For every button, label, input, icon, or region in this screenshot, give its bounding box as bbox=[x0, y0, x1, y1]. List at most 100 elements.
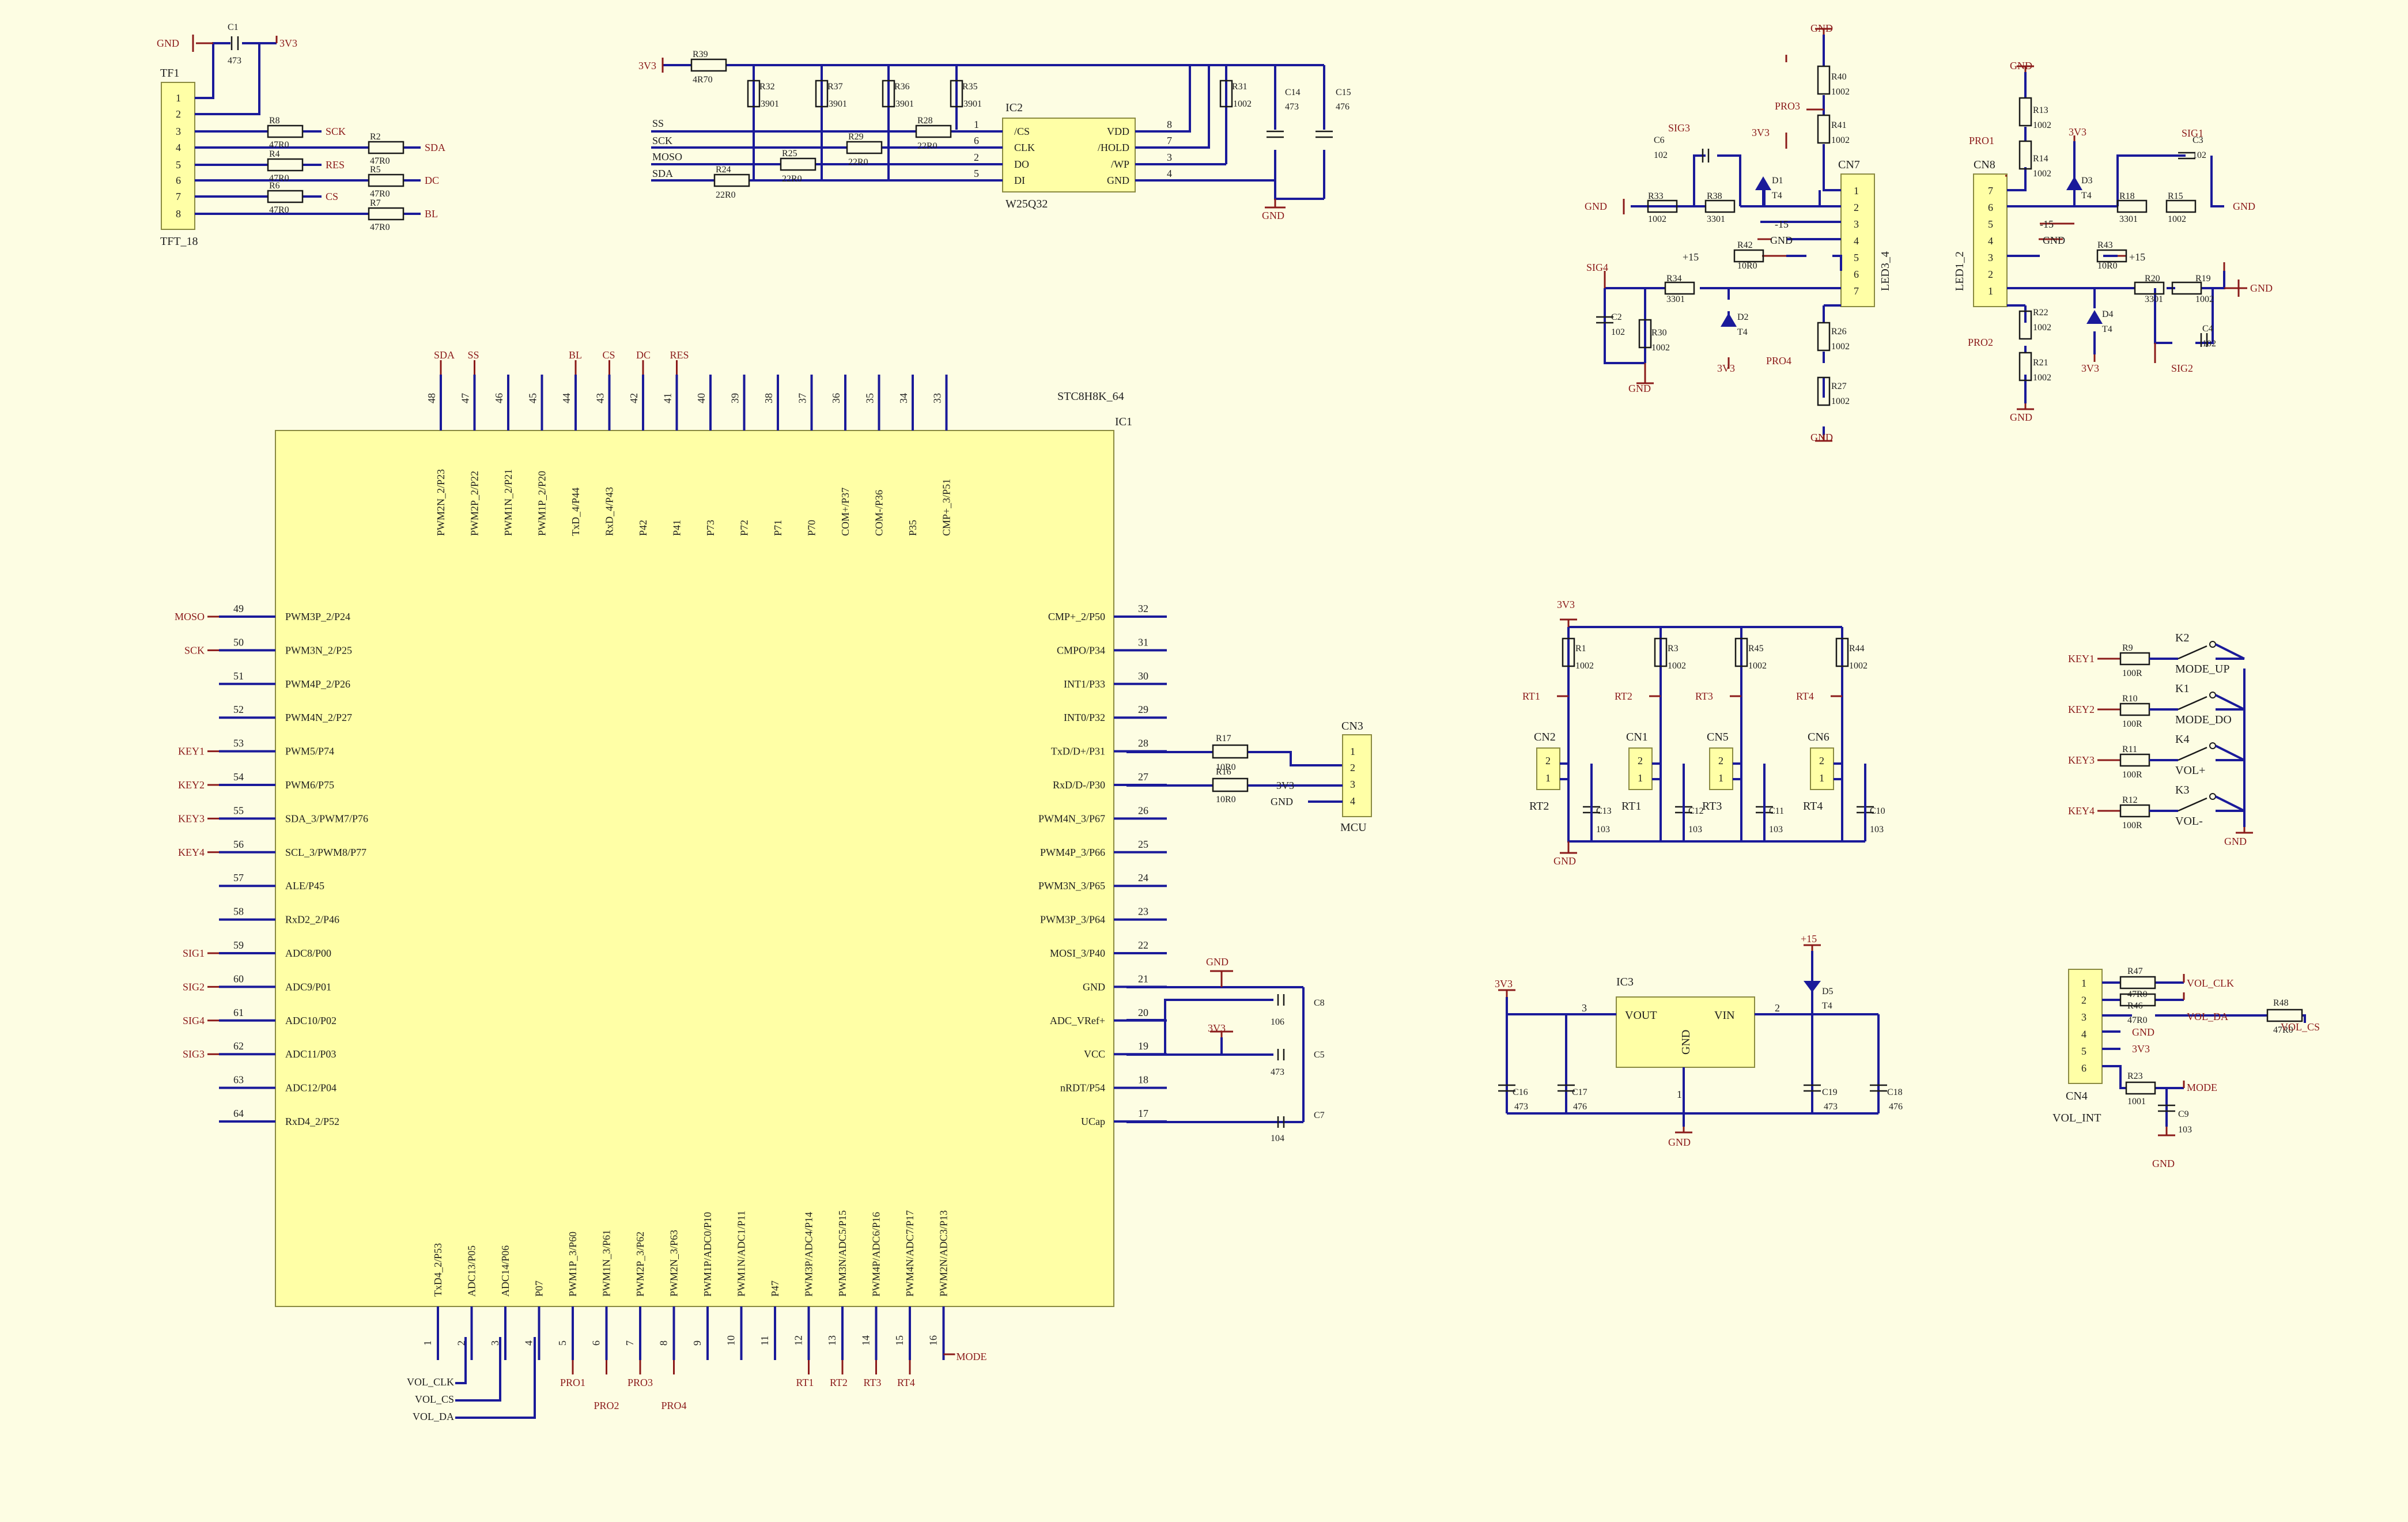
mcu-bottom-net-label: RT1 bbox=[796, 1377, 814, 1388]
c8-val: 106 bbox=[1271, 1017, 1284, 1027]
led-b-gnd-top: GND bbox=[2010, 60, 2032, 71]
c18-val: 476 bbox=[1889, 1102, 1903, 1112]
mcu-left-net-label: SIG1 bbox=[183, 947, 205, 959]
tf1-body bbox=[161, 82, 195, 230]
flash-right-pin-number: 8 bbox=[1167, 119, 1172, 130]
cn3-3v3: 3V3 bbox=[1276, 780, 1294, 791]
flash-left-pin-number: 5 bbox=[974, 168, 979, 179]
led-part-val: 1002 bbox=[1831, 342, 1850, 352]
led-part-ref: R26 bbox=[1831, 327, 1847, 337]
key-resistor bbox=[2119, 652, 2150, 666]
c14-val: 473 bbox=[1285, 102, 1299, 112]
mcu-top-pin-name: P72 bbox=[739, 520, 750, 536]
led-resistor bbox=[1733, 249, 1764, 263]
flash-res-val: 1002 bbox=[1233, 99, 1252, 109]
ldo-cap-plates bbox=[1498, 1084, 1887, 1092]
rt-connector-body bbox=[1628, 747, 1653, 790]
r46-resistor bbox=[2119, 993, 2156, 1007]
cn7-pins-number: 4 bbox=[1854, 235, 1859, 247]
mcu-bottom-net-label: RT3 bbox=[864, 1377, 882, 1388]
flash-resistor bbox=[815, 80, 829, 108]
rt-net-label: RT4 bbox=[1796, 690, 1814, 702]
flash-res-ref: R29 bbox=[848, 132, 864, 142]
flash-res-val: 4R70 bbox=[693, 75, 713, 85]
rt-conn-label: RT2 bbox=[1529, 800, 1549, 813]
tft-resistor bbox=[267, 158, 304, 172]
rt-conn-pin: 1 bbox=[1545, 772, 1551, 784]
tft-3v3: 3V3 bbox=[279, 37, 297, 49]
rt-rail-symbols bbox=[1560, 618, 1577, 854]
rt-conn-pin: 1 bbox=[1819, 772, 1824, 784]
mcu-top-pin-number: 48 bbox=[426, 393, 437, 403]
led-a-pro4: PRO4 bbox=[1766, 355, 1791, 367]
led-part-val: 10R0 bbox=[2097, 261, 2118, 271]
led-a-sig3: SIG3 bbox=[1668, 122, 1690, 134]
key-switch-contact bbox=[2178, 696, 2207, 711]
led-part-val: 1002 bbox=[2033, 323, 2051, 333]
mcu-bottom-net-label: PRO1 bbox=[560, 1377, 585, 1388]
tft-resistor bbox=[368, 141, 405, 154]
tft-gnd: GND bbox=[157, 37, 179, 49]
mcu-top-pin-name: P71 bbox=[772, 520, 784, 536]
cn4-pins-number: 3 bbox=[2081, 1011, 2086, 1023]
flash-gnd: GND bbox=[1262, 210, 1284, 221]
led-b-parts: R131002R141002R183301R151002R4310R0R2033… bbox=[2018, 97, 2216, 383]
mcu-right-pin-number: 19 bbox=[1138, 1040, 1148, 1052]
flash-left-pin-number: 6 bbox=[974, 135, 979, 146]
key-net-label: KEY3 bbox=[2068, 754, 2095, 766]
cn4-pins-number: 6 bbox=[2081, 1063, 2086, 1074]
tft-net-label: SDA bbox=[425, 142, 445, 153]
mcu-left-pin-number: 49 bbox=[233, 603, 244, 614]
mcu-top-pin-number: 36 bbox=[830, 393, 842, 403]
led-resistor bbox=[2171, 281, 2202, 295]
mcu-right-pin-name: TxD/D+/P31 bbox=[1051, 746, 1105, 757]
mcu-left-pin-name: PWM4P_2/P26 bbox=[285, 678, 350, 690]
led-b-pro1: PRO1 bbox=[1969, 135, 1994, 146]
mcu-right-pin-name: GND bbox=[1083, 981, 1105, 992]
led-a-symbols bbox=[1604, 28, 1832, 442]
flash-right-pin-number: 3 bbox=[1167, 152, 1172, 163]
led-part-ref: R33 bbox=[1648, 191, 1664, 201]
mcu-top-pin-name: TxD_4/P44 bbox=[570, 488, 581, 536]
flash-res-ref: R37 bbox=[827, 82, 843, 92]
led-part-val: 1002 bbox=[2033, 373, 2051, 383]
led-b-3v3-bottom: 3V3 bbox=[2081, 362, 2099, 374]
tft-pin-number: 5 bbox=[176, 159, 181, 171]
cn8-body bbox=[1973, 173, 2008, 307]
mcu-bottom-pin-number: 5 bbox=[557, 1340, 568, 1346]
led-part-val: 1002 bbox=[2168, 214, 2186, 224]
mcu-right-pin-number: 25 bbox=[1138, 839, 1148, 850]
mcu-bottom-net-label: PRO2 bbox=[594, 1400, 619, 1411]
mcu-top-net-label: DC bbox=[636, 349, 651, 361]
mcu-left-pin-name: ALE/P45 bbox=[285, 880, 324, 892]
led-b-sig1: SIG1 bbox=[2182, 127, 2203, 139]
mcu-right-pin-name: CMP+_2/P50 bbox=[1048, 611, 1105, 622]
r23-val: 1001 bbox=[2127, 1097, 2146, 1106]
mcu-top-net-label: CS bbox=[603, 349, 615, 361]
mcu-left-pin-name: SCL_3/PWM8/P77 bbox=[285, 847, 366, 858]
key-net-label: KEY4 bbox=[2068, 805, 2095, 817]
vol-clk-label: VOL_CLK bbox=[407, 1376, 454, 1388]
r16-ref: R16 bbox=[1216, 767, 1231, 777]
rt-res-ref: R44 bbox=[1849, 644, 1865, 654]
led-part-ref: R19 bbox=[2195, 274, 2211, 284]
cn8-pins-number: 4 bbox=[1988, 235, 1993, 247]
led-part-val: 102 bbox=[2192, 150, 2206, 160]
led-part-val: T4 bbox=[1772, 191, 1782, 201]
cn3-gnd: GND bbox=[1271, 796, 1293, 807]
tft-res-val: 47R0 bbox=[370, 189, 390, 199]
rt-res-ref: R45 bbox=[1748, 644, 1764, 654]
mcu-left-net-label: KEY1 bbox=[178, 746, 205, 757]
flash-net-ss: SS bbox=[652, 118, 664, 129]
flash-signal-wires bbox=[651, 130, 1003, 182]
key-net-label: KEY2 bbox=[2068, 704, 2095, 715]
key-wire bbox=[2215, 643, 2245, 660]
tft-res-val: 47R0 bbox=[269, 205, 289, 215]
led-a-gnd-bottom: GND bbox=[1810, 432, 1833, 443]
mcu-right-pin-number: 21 bbox=[1138, 973, 1148, 984]
d5-val: T4 bbox=[1822, 1001, 1832, 1011]
